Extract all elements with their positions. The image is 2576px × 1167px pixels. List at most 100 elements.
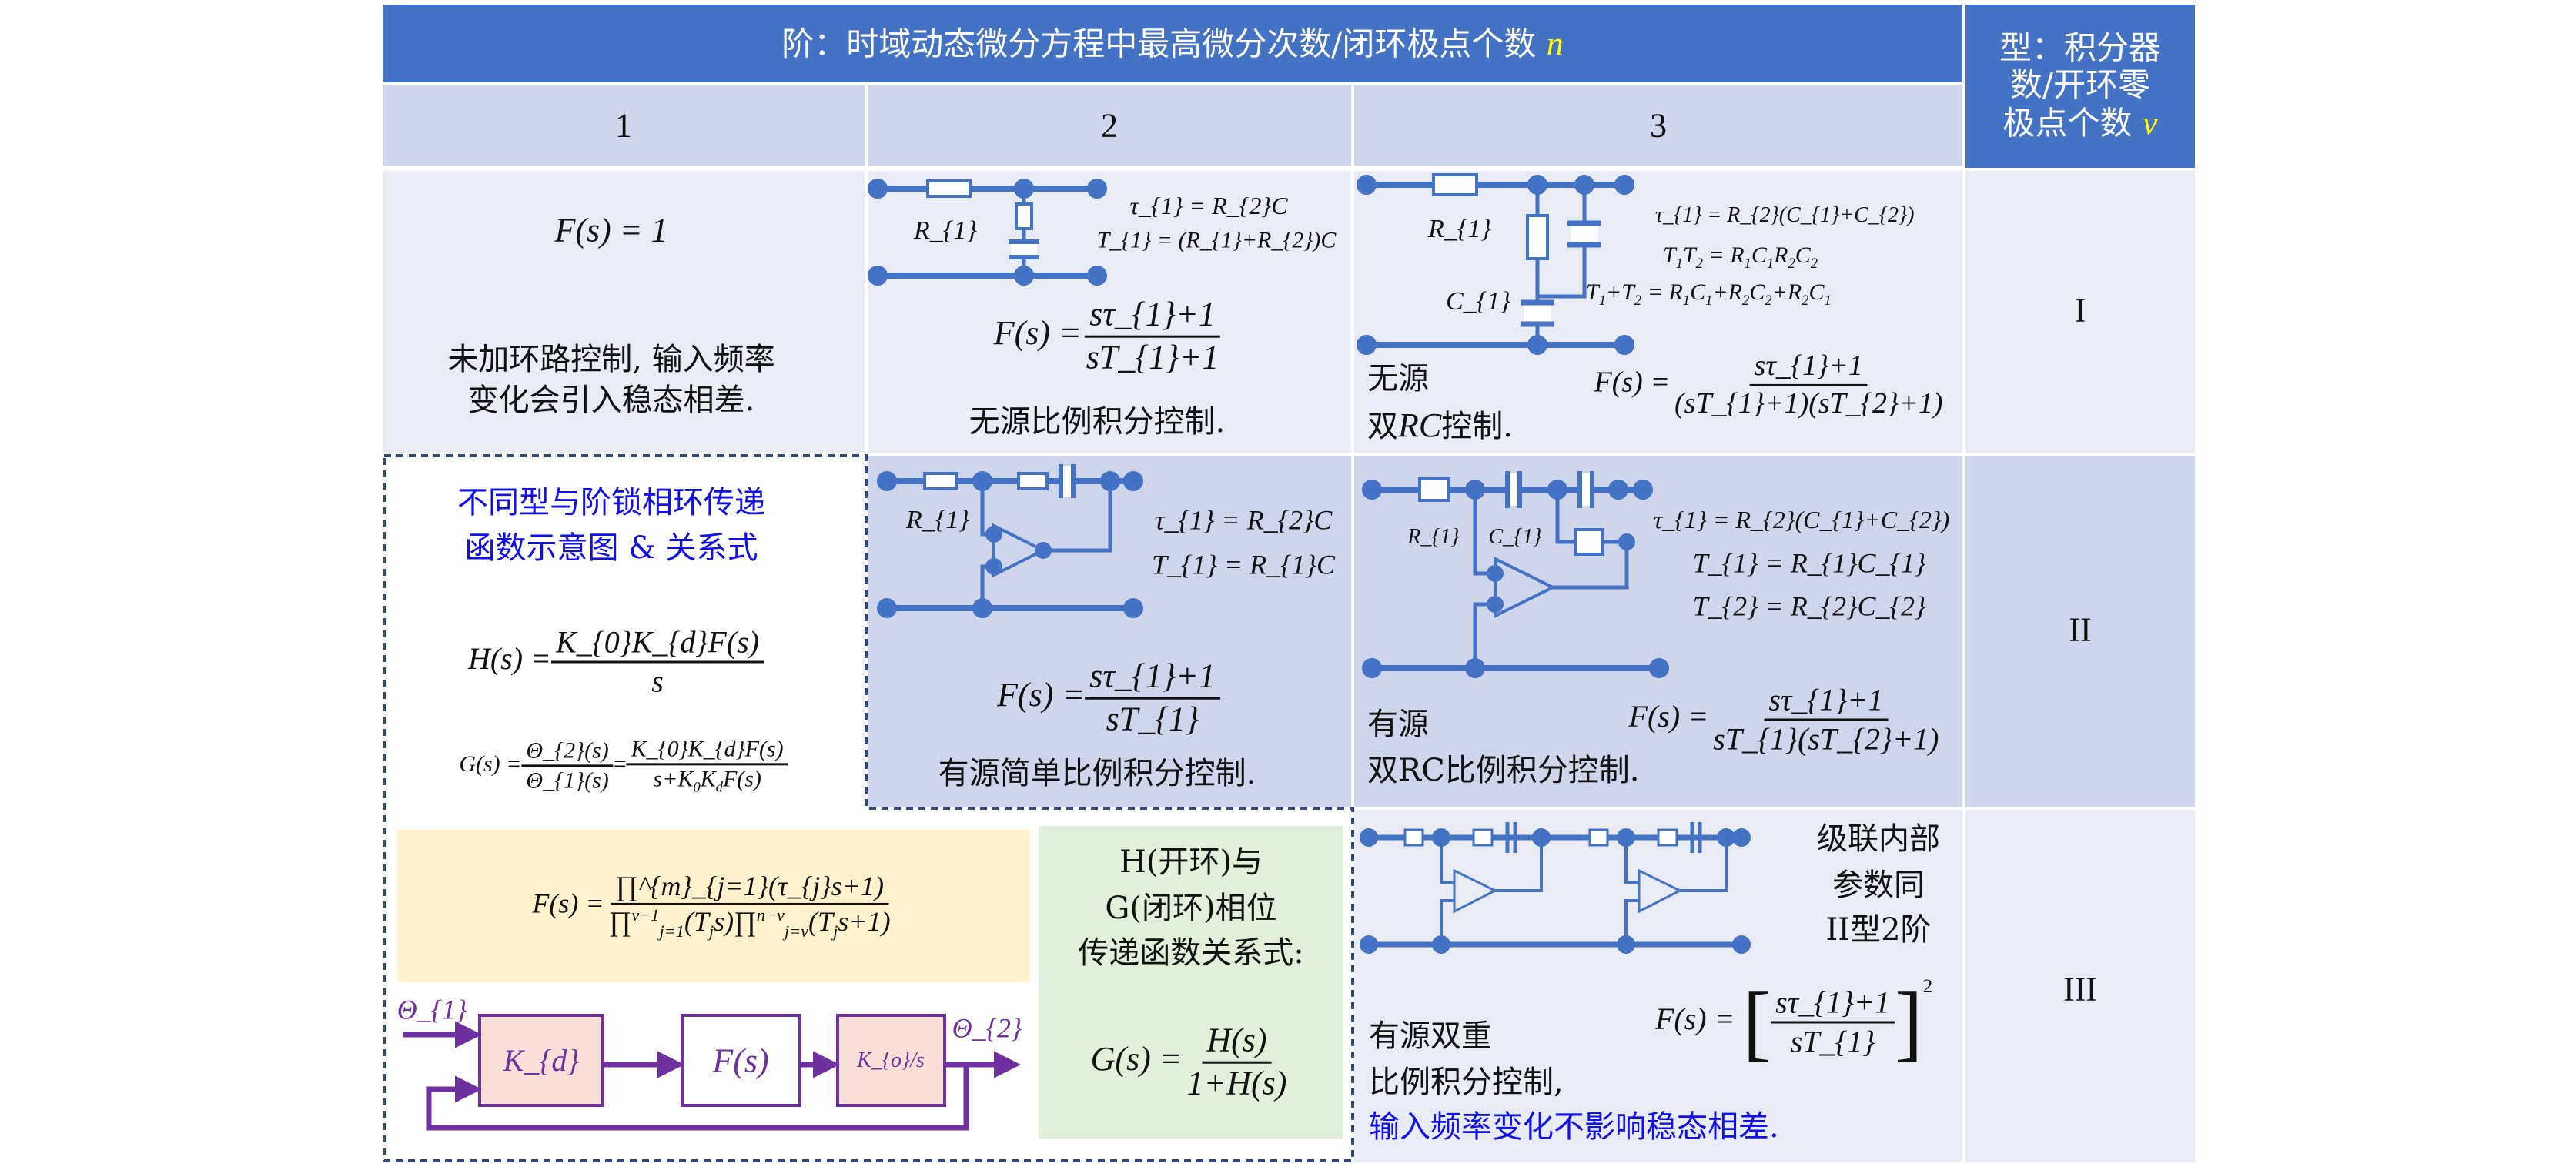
label-r1: R_{1} xyxy=(914,216,977,245)
tf-lhs: F(s) = xyxy=(993,314,1082,353)
type-II: II xyxy=(2069,610,2092,649)
type-I: I xyxy=(2074,291,2086,329)
tf-numerator: sτ_{1}+1 xyxy=(1085,295,1220,338)
tf-numerator: sτ_{1}+1 xyxy=(1764,682,1889,721)
note-part: RC xyxy=(1398,406,1442,444)
order-header-label: 阶：时域动态微分方程中最高微分次数/闭环极点个数 xyxy=(781,25,1547,63)
cascade-note: 级联内部 xyxy=(1817,821,1940,857)
circuit-note: 比例积分控制, xyxy=(1369,1065,1564,1100)
type-symbol: ν xyxy=(2142,104,2158,142)
open-loop-tf: H(s) =K_{0}K_{d}F(s)s xyxy=(468,624,764,701)
no-filter-note: 变化会引入稳态相差. xyxy=(467,383,755,418)
tf-lhs: F(s) = xyxy=(997,676,1086,714)
relation-note: 传递函数关系式: xyxy=(1078,935,1304,971)
circuit-note: 有源 xyxy=(1367,707,1429,742)
general-filter-tf: F(s) =∏^{m}_{j=1}(τ_{j}s+1)∏ν−1j=1(Tjs)∏… xyxy=(532,870,895,942)
type-III: III xyxy=(2063,970,2097,1008)
tf-denominator: ∏ν−1j=1(Tjs)∏n−νj=ν(Tjs+1) xyxy=(608,905,891,941)
cascade-note: 参数同 xyxy=(1832,868,1925,903)
tf-lhs: F(s) = xyxy=(532,888,604,919)
section-title: 函数示意图 & 关系式 xyxy=(464,530,758,566)
label-r1: R_{1} xyxy=(1428,214,1491,243)
output-phase-label: Θ_{2} xyxy=(952,1012,1022,1044)
pll-block-diagram xyxy=(403,1014,1021,1131)
param-eq: T1T2 = R1C1R2C2 xyxy=(1663,242,1818,272)
param-eq: T_{1} = R_{1}C_{1} xyxy=(1692,547,1926,579)
tf-numerator: ∏^{m}_{j=1}(τ_{j}s+1) xyxy=(611,870,888,906)
tf-numerator: sτ_{1}+1 xyxy=(1771,985,1895,1024)
header-type-cell xyxy=(1965,5,2195,168)
cascade-note: II型2阶 xyxy=(1825,912,1932,948)
passive-lag-lead-circuit xyxy=(868,179,1107,286)
label-r1: R_{1} xyxy=(906,505,969,534)
no-filter-equation: F(s) = 1 xyxy=(554,211,668,249)
label-r1: R_{1} xyxy=(1407,524,1460,549)
row3-col3 xyxy=(1354,810,1962,1162)
active-double-rc-circuit xyxy=(1362,471,1669,678)
transfer-function: F(s) =sτ_{1}+1(sT_{1}+1)(sT_{2}+1) xyxy=(1594,349,1948,421)
order-2: 2 xyxy=(1101,106,1118,145)
tf-numerator: K_{0}K_{d}F(s) xyxy=(551,624,764,664)
section-title: 不同型与阶锁相环传递 xyxy=(457,485,765,520)
row1-col3 xyxy=(1354,171,1962,453)
exponent: 2 xyxy=(1922,976,1933,998)
note-part: 双 xyxy=(1367,409,1398,444)
tf-lhs: G(s) = xyxy=(1090,1040,1183,1078)
tf-numerator: sτ_{1}+1 xyxy=(1085,657,1220,700)
general-formula-box xyxy=(397,830,1030,982)
label-c1: C_{1} xyxy=(1446,286,1510,316)
row1-col2 xyxy=(868,171,1351,453)
label-c1: C_{1} xyxy=(1488,524,1542,549)
row3-col4 xyxy=(1965,810,2195,1162)
param-eq: τ_{1} = R_{2}C xyxy=(1154,504,1333,536)
order-header: 阶：时域动态微分方程中最高微分次数/闭环极点个数 n xyxy=(781,22,1564,65)
tf-lhs: F(s) = xyxy=(1654,1001,1735,1037)
tf-denominator: 1+H(s) xyxy=(1186,1064,1287,1102)
cascade-stage-1 xyxy=(1403,822,1551,954)
vco-block xyxy=(836,1014,946,1107)
equals: = xyxy=(613,751,627,777)
type-header-line: 数/开环零 xyxy=(2009,65,2151,104)
cascade-stage-2 xyxy=(1588,822,1735,954)
order-cell-3 xyxy=(1354,85,1962,166)
row2-col4 xyxy=(1965,456,2195,807)
tf-lhs: H(s) = xyxy=(467,641,552,677)
no-filter-note: 未加环路控制, 输入频率 xyxy=(447,342,775,377)
tf-denominator: Θ_{1}(s) xyxy=(526,767,609,794)
filter-block xyxy=(681,1014,801,1107)
relation-note: G(闭环)相位 xyxy=(1105,891,1277,926)
order-cell-1 xyxy=(383,85,865,166)
param-eq: T_{1} = (R_{1}+R_{2})C xyxy=(1096,227,1337,253)
row1-col1 xyxy=(383,171,865,453)
passive-double-rc-circuit xyxy=(1357,173,1634,355)
type-header-line: 型：积分器 xyxy=(1999,28,2162,67)
circuit-note: 双RC控制. xyxy=(1367,403,1513,447)
row1-col4 xyxy=(1965,171,2195,453)
tf-denominator: sT_{1}(sT_{2}+1) xyxy=(1713,721,1939,757)
tf-denominator: (sT_{1}+1)(sT_{2}+1) xyxy=(1674,386,1943,420)
relation-box xyxy=(1039,826,1343,1139)
circuit-note: 有源简单比例积分控制. xyxy=(938,756,1256,791)
order-cell-2 xyxy=(868,85,1351,166)
param-eq: τ_{1} = R_{2}(C_{1}+C_{2}) xyxy=(1653,506,1950,534)
tf-lhs: F(s) = xyxy=(1628,699,1709,734)
kd-label: K_{d} xyxy=(503,1043,580,1078)
input-phase-label: Θ_{1} xyxy=(396,994,467,1025)
circuit-note-highlight: 输入频率变化不影响稳态相差. xyxy=(1369,1109,1779,1145)
circuit-note: 双RC比例积分控制. xyxy=(1367,753,1640,788)
param-eq: T_{2} = R_{2}C_{2} xyxy=(1692,590,1926,622)
order-symbol: n xyxy=(1546,25,1564,63)
param-eq: T_{1} = R_{1}C xyxy=(1152,549,1335,580)
order-3: 3 xyxy=(1650,106,1667,145)
tf-denominator: sT_{1} xyxy=(1106,700,1199,738)
tf-denominator: sT_{1}+1 xyxy=(1086,338,1219,376)
type-header: 型：积分器 数/开环零 极点个数 ν xyxy=(1999,29,2161,142)
tf-denominator: s+K0KdF(s) xyxy=(653,766,761,796)
header-order-cell xyxy=(383,5,1962,82)
circuit-note: 无源 xyxy=(1367,361,1429,396)
relation-tf: G(s) =H(s)1+H(s) xyxy=(1091,1021,1292,1105)
